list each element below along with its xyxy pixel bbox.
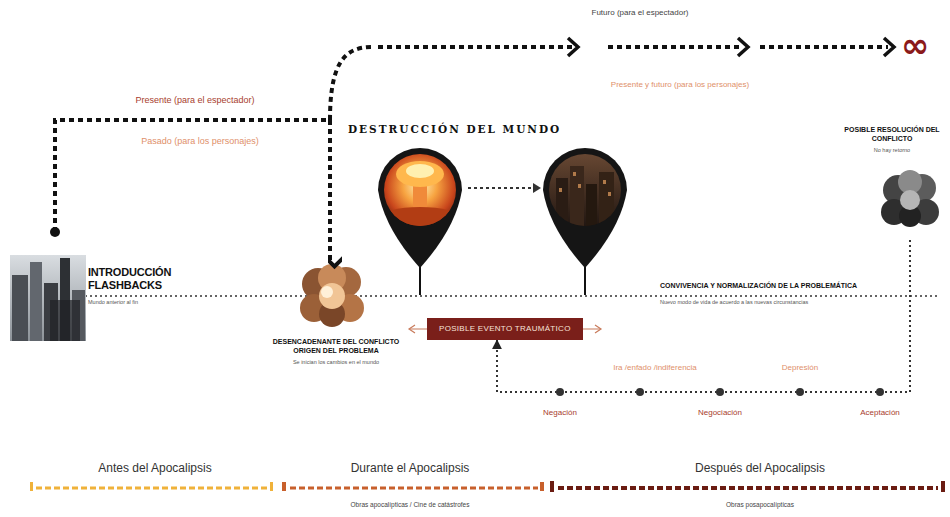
blast-ground [380,207,460,229]
stage-heading: INTRODUCCIÓN FLASHBACKS [88,266,186,292]
trigger-node: DESENCADENANTE DEL CONFLICTO ORIGEN DEL … [266,262,406,372]
future-line [378,45,572,49]
window [603,180,606,184]
arrow-head [409,325,415,333]
annotation-label: Depresión [782,363,818,373]
era-bar [558,486,938,490]
ruins-sky [545,150,625,230]
annotation-label: Después del Apocalipsis [695,461,825,475]
intro-node: INTRODUCCIÓN FLASHBACKS Mundo anterior al… [8,232,186,344]
annotation-label: Obras apocalípticas / Cine de catástrofe… [351,501,470,509]
flow-connector [497,240,910,392]
chevron-head [568,38,578,56]
annotation-label: ∞ [901,28,929,62]
event-box: POSIBLE EVENTO TRAUMÁTICO [427,318,583,340]
ruins-picture [545,150,625,230]
stage-heading: DESENCADENANTE DEL CONFLICTO ORIGEN DEL … [266,338,406,355]
pin-arrow [468,183,541,193]
annotation-label: Presente y futuro (para los personajes) [611,80,749,90]
annotation-label: CONVIVENCIA Y NORMALIZACIÓN DE LA PROBLE… [660,282,857,290]
arrow-head [533,183,541,193]
map-pin [543,148,627,295]
era-tick [540,482,544,491]
stage-note: Mundo anterior al fin [88,299,186,306]
arrow-head [595,325,601,333]
window [608,192,611,196]
era-tick [30,482,33,491]
blast-picture [380,150,460,230]
era-bar [290,487,538,490]
window [573,172,576,176]
annotation-label: Negación [543,408,577,418]
window [559,188,562,192]
smoke-cloud [881,170,939,227]
resolution-node: POSIBLE RESOLUCIÓN DEL CONFLICTO No hay r… [838,126,946,240]
window [578,184,581,188]
ruined-building [570,166,584,228]
chevron-head [884,38,894,56]
city-photo [10,255,86,341]
cloud-core [321,286,333,298]
connector-start-dot [50,227,60,237]
annotation-label: Antes del Apocalipsis [98,461,211,475]
annotation-label: Presente (para el espectador) [135,95,254,106]
blast-sky [380,150,460,230]
future-curve [330,47,372,120]
era-tick [550,481,554,492]
era-tick [270,482,273,491]
smoke-core [900,190,920,210]
annotation-label: Nuevo modo de vida de acuerdo a las nuev… [660,299,808,306]
cloud-core [319,283,345,309]
photo-ground [10,255,86,341]
era-bar [36,487,268,490]
future-arrows [330,38,894,120]
annotation-label: Negociación [698,408,742,418]
ruined-building [599,172,614,228]
era-tick [941,481,945,492]
future-line [760,45,888,49]
era-bars [30,481,945,492]
annotation-label: Obras posapocalípticas [726,501,794,509]
explosion-cloud [300,264,364,327]
mushroom-core [406,164,434,178]
era-tick [282,482,286,491]
building [12,275,28,341]
pin-outline [543,148,627,268]
future-line [608,45,742,49]
map-pin [378,148,462,295]
pin-outline [378,148,462,268]
ruined-building [586,184,597,228]
annotation-label: Aceptación [860,408,900,418]
mushroom-cap [396,161,444,187]
timeline-line [60,295,940,297]
ruined-building [556,178,568,228]
annotation-label: Ira /enfado /indiferencia [613,363,697,373]
pin-stem [419,266,421,295]
pin-stem [584,266,586,295]
stage-note: Se inician los cambios en el mundo [266,359,406,366]
annotation-label: DESTRUCCIÓN DEL MUNDO [348,123,561,136]
figure-shadow [50,300,80,341]
annotation-label: Futuro (para el espectador) [592,8,689,18]
event-text: POSIBLE EVENTO TRAUMÁTICO [439,324,571,334]
building [30,262,42,341]
stage-heading: POSIBLE RESOLUCIÓN DEL CONFLICTO [838,126,946,143]
annotation-label: Pasado (para los personajes) [141,136,259,147]
flow-connector [55,120,330,262]
stage-note: No hay retorno [838,147,946,154]
annotation-label: Durante el Apocalipsis [351,461,470,475]
chevron-head [738,38,748,56]
dotted-line [468,187,533,189]
